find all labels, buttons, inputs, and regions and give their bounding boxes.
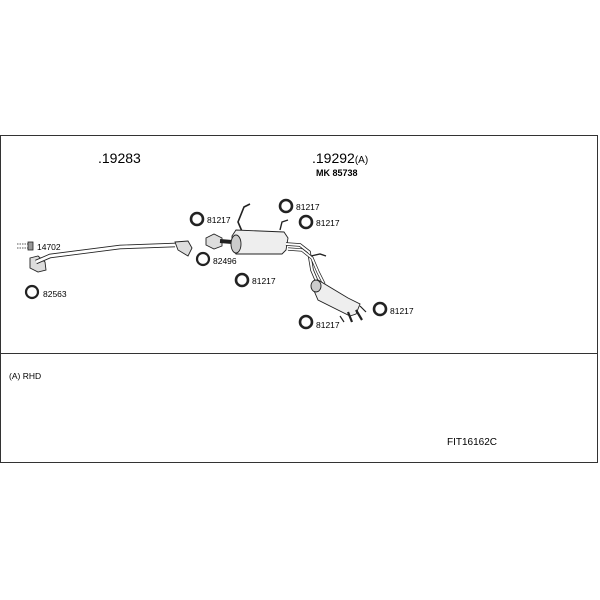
gasket-82496-part[interactable]: [195, 251, 211, 267]
rear-silencer-assembly-part[interactable]: [205, 203, 367, 323]
mount-ring-c2[interactable]: [278, 198, 294, 214]
rear-assembly-number-text: 19292: [315, 150, 355, 166]
gasket-82563-part[interactable]: [24, 284, 40, 300]
part-label-c6: 81217: [316, 320, 340, 330]
part-label-c5: 81217: [390, 306, 414, 316]
part-label-82563: 82563: [43, 289, 67, 299]
mount-ring-c3[interactable]: [298, 214, 314, 230]
drawing-code: FIT16162C: [447, 437, 498, 448]
legend-divider: [0, 353, 598, 354]
mount-ring-c5[interactable]: [372, 301, 388, 317]
mounting-kit-label: MK 85738: [316, 168, 358, 178]
mount-ring-c1[interactable]: [189, 211, 205, 227]
part-label-c2: 81217: [296, 202, 320, 212]
part-label-c4: 81217: [252, 276, 276, 286]
part-label-c3: 81217: [316, 218, 340, 228]
part-label-14702: 14702: [37, 242, 61, 252]
legend-note: (A) RHD: [9, 371, 42, 381]
front-pipe-number: .19283: [98, 150, 141, 166]
part-label-c1: 81217: [207, 215, 231, 225]
front-pipe-part[interactable]: [29, 240, 193, 273]
mount-ring-c6[interactable]: [298, 314, 314, 330]
rear-assembly-number: .19292(A): [312, 150, 369, 166]
diagram-frame: [0, 135, 598, 463]
mount-ring-c4[interactable]: [234, 272, 250, 288]
part-label-82496: 82496: [213, 256, 237, 266]
front-pipe-number-text: 19283: [101, 150, 141, 166]
rhd-suffix: (A): [354, 155, 369, 166]
bolt-14702-part[interactable]: [17, 241, 34, 251]
